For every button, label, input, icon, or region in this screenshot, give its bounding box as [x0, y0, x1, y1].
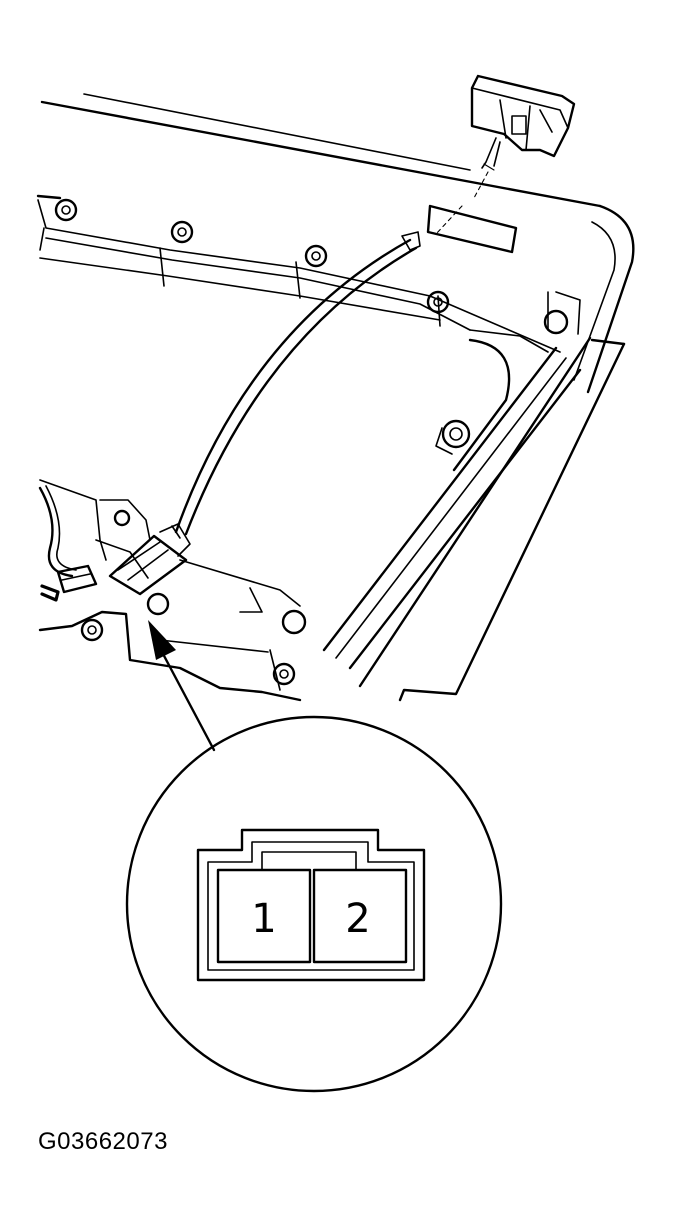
screw-boss	[543, 309, 569, 335]
screw-bosses	[54, 198, 569, 686]
screw-boss	[113, 509, 131, 527]
callout-arrow	[148, 620, 216, 752]
screw-boss	[146, 592, 170, 616]
housing-panel	[36, 93, 635, 702]
connector-detail: 1 2	[125, 715, 503, 1093]
switch-module	[426, 74, 576, 254]
pin-label-2: 2	[345, 896, 370, 942]
screw-boss	[426, 290, 450, 314]
screw-boss	[80, 618, 104, 642]
connector-face-outline	[196, 828, 426, 982]
detail-circle	[125, 715, 503, 1093]
figure-code: G03662073	[38, 1128, 168, 1155]
harness-connector	[108, 523, 191, 596]
screw-boss	[272, 662, 296, 686]
connector-face-inner	[207, 841, 415, 971]
pin-cavity-2	[312, 868, 408, 964]
left-wire-plug	[38, 485, 98, 602]
connector-lock-tab	[261, 851, 357, 871]
screw-boss	[54, 198, 78, 222]
screw-boss	[435, 419, 471, 455]
wire-harness	[174, 231, 421, 536]
screw-boss	[281, 609, 307, 635]
pin-cavity-1	[216, 868, 312, 964]
screw-boss	[304, 244, 328, 268]
pin-label-1: 1	[251, 896, 276, 942]
screw-boss	[170, 220, 194, 244]
